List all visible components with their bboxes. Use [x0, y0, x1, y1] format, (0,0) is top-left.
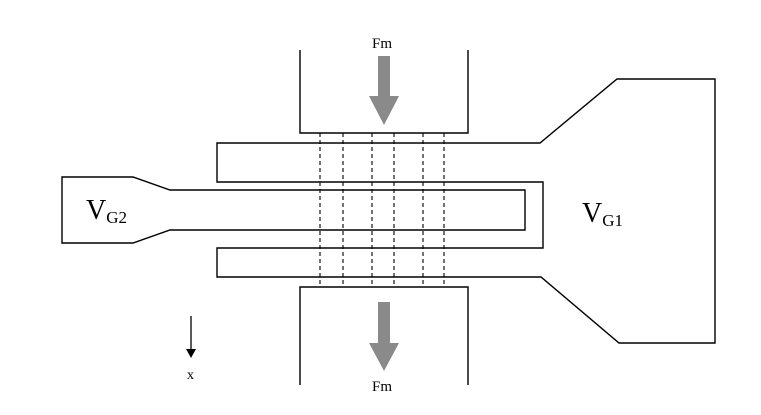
force-label-top: Fm — [372, 36, 392, 52]
gate1-label-main: V — [582, 198, 602, 229]
gate2-electrode — [61, 176, 526, 244]
force-arrow-top-icon — [369, 56, 399, 125]
gate1-electrode — [216, 78, 716, 344]
gate2-label-main: V — [86, 195, 106, 226]
axis-arrow-icon — [186, 316, 196, 358]
force-label-bottom: Fm — [372, 379, 392, 395]
bottom-clamp — [299, 286, 469, 385]
gate2-label-sub: G2 — [106, 208, 127, 227]
force-arrow-bottom-icon — [369, 302, 399, 371]
axis-label: x — [187, 368, 194, 383]
gate1-label-sub: G1 — [602, 211, 623, 230]
gate2-label: VG2 — [86, 195, 127, 227]
gate1-label: VG1 — [582, 198, 623, 230]
dashed-lines — [319, 133, 445, 287]
top-clamp — [299, 50, 469, 134]
